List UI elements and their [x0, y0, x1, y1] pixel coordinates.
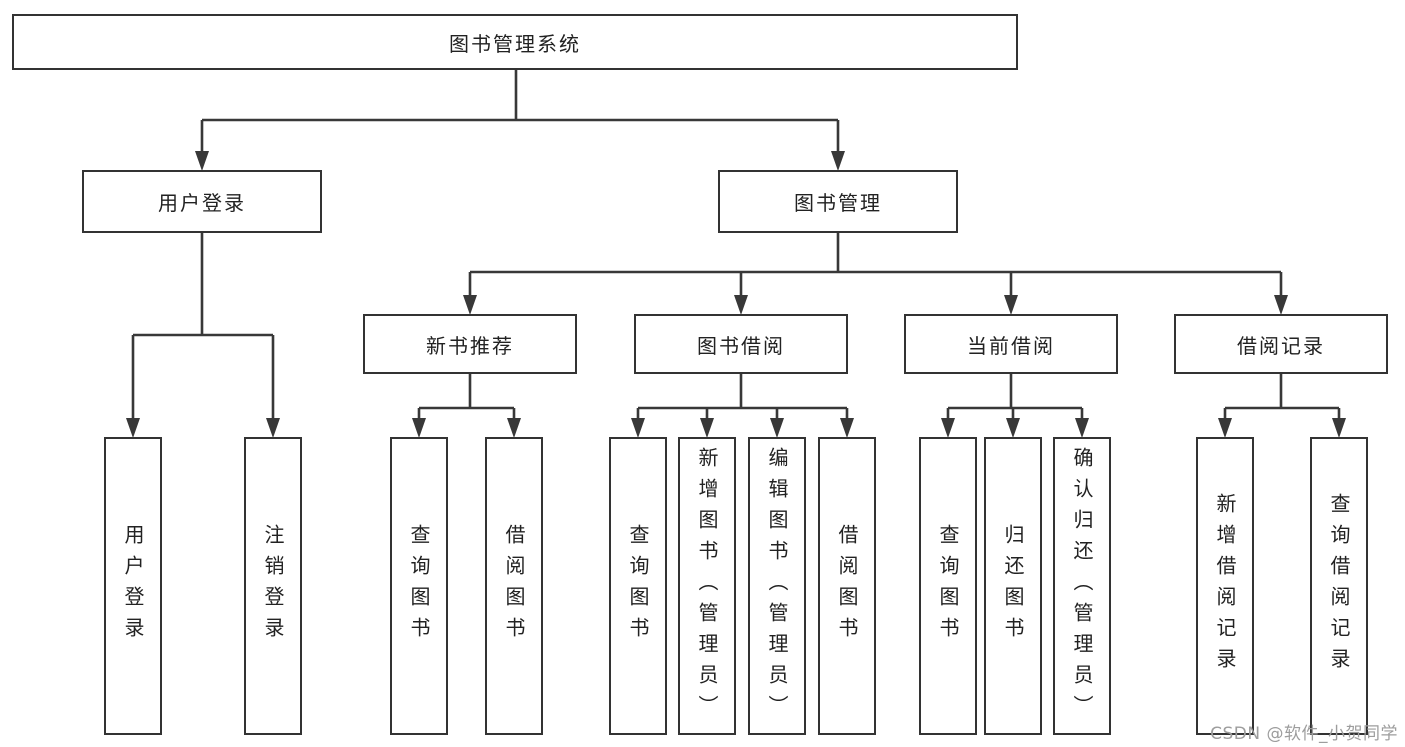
- node-root-library-management-system: 图书管理系统: [12, 14, 1018, 70]
- node-label: 新增图书（管理员）: [695, 446, 719, 726]
- node-label: 查询图书: [407, 524, 431, 648]
- node-label: 新增借阅记录: [1213, 493, 1237, 679]
- node-current-borrowing: 当前借阅: [904, 314, 1118, 374]
- leaf-borrow-books-borrowing: 借阅图书: [818, 437, 876, 735]
- node-label: 图书借阅: [697, 333, 785, 358]
- node-label: 借阅记录: [1237, 333, 1325, 358]
- node-user-login: 用户登录: [82, 170, 322, 233]
- leaf-query-books-current: 查询图书: [919, 437, 977, 735]
- node-new-book-recommendation: 新书推荐: [363, 314, 577, 374]
- leaf-borrow-books-recommendation: 借阅图书: [485, 437, 543, 735]
- leaf-query-borrow-record: 查询借阅记录: [1310, 437, 1368, 735]
- node-label: 借阅图书: [502, 524, 526, 648]
- node-label: 当前借阅: [967, 333, 1055, 358]
- node-book-borrowing: 图书借阅: [634, 314, 848, 374]
- node-label: 查询图书: [626, 524, 650, 648]
- leaf-add-borrow-record: 新增借阅记录: [1196, 437, 1254, 735]
- leaf-user-login: 用户登录: [104, 437, 162, 735]
- node-label: 图书管理系统: [449, 31, 581, 56]
- node-label: 新书推荐: [426, 333, 514, 358]
- node-label: 用户登录: [121, 524, 145, 648]
- leaf-edit-books-admin: 编辑图书（管理员）: [748, 437, 806, 735]
- leaf-add-books-admin: 新增图书（管理员）: [678, 437, 736, 735]
- node-book-management: 图书管理: [718, 170, 958, 233]
- node-label: 归还图书: [1001, 524, 1025, 648]
- leaf-query-books-borrowing: 查询图书: [609, 437, 667, 735]
- node-label: 查询借阅记录: [1327, 493, 1351, 679]
- node-label: 图书管理: [794, 191, 882, 215]
- csdn-watermark: CSDN @软件_小贺同学: [1210, 724, 1398, 744]
- leaf-logout: 注销登录: [244, 437, 302, 735]
- node-label: 借阅图书: [835, 524, 859, 648]
- leaf-confirm-return-admin: 确认归还（管理员）: [1053, 437, 1111, 735]
- node-label: 编辑图书（管理员）: [765, 446, 789, 726]
- leaf-return-books: 归还图书: [984, 437, 1042, 735]
- node-label: 确认归还（管理员）: [1070, 446, 1094, 726]
- arrowheads: [126, 151, 1346, 438]
- node-label: 用户登录: [158, 191, 246, 215]
- node-borrowing-records: 借阅记录: [1174, 314, 1388, 374]
- node-label: 查询图书: [936, 524, 960, 648]
- leaf-query-books-recommendation: 查询图书: [390, 437, 448, 735]
- node-label: 注销登录: [261, 524, 285, 648]
